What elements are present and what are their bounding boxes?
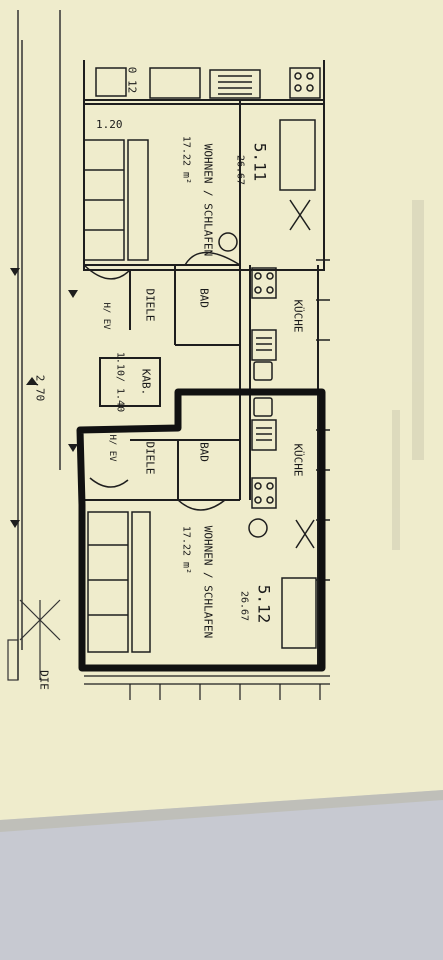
unit-5-11-bath-label: BAD [197, 288, 211, 308]
kitchen-counter-upper [251, 267, 277, 381]
direction-arrows [10, 268, 78, 528]
top-fixtures [95, 67, 321, 99]
unit-5-11-walls [83, 60, 325, 395]
top-left-dimension: 0 12 [125, 66, 139, 94]
unit-5-11-living-label: WOHNEN / SCHLAFEN [201, 143, 215, 257]
unit-5-12-cabinet-label: H/ EV [107, 434, 117, 462]
unit-5-12-hall-label: DIELE [143, 441, 157, 475]
paper-shadow [0, 790, 443, 832]
paper-sheet [0, 0, 443, 820]
storage-label: KAB. [139, 368, 153, 396]
unit-5-12-walls [84, 395, 319, 670]
unit-5-11-kitchen-label: KÜCHE [291, 299, 305, 333]
unit-5-11-cabinet-label: H/ EV [101, 302, 111, 330]
wall-width-dimension: 1.20 [96, 118, 123, 131]
unit-5-11-hall-label: DIELE [143, 288, 157, 322]
unit-5-12-kitchen-label: KÜCHE [291, 443, 305, 477]
floor-slab-lines [84, 675, 330, 700]
unit-5-12-living-area: 17.22 m² [180, 525, 192, 575]
unit-5-12-living-label: WOHNEN / SCHLAFEN [201, 525, 215, 639]
unit-5-12-highlight-outline [76, 388, 326, 672]
kitchen-counter-lower [251, 397, 277, 509]
unit-5-11-area: 26.67 [234, 154, 246, 186]
left-margin-lines [17, 10, 61, 680]
unit-5-12-furniture [87, 477, 317, 653]
elevation-dimension: 2.70 [33, 374, 47, 402]
unit-5-12-bath-label: BAD [197, 442, 211, 462]
unit-5-11-furniture [83, 119, 316, 280]
unit-5-12-number: 5.12 [254, 584, 274, 624]
storage-dimensions: 1.10/ 1.40 [114, 351, 126, 413]
show-through-text [392, 200, 424, 550]
unit-5-11-number: 5.11 [250, 142, 270, 182]
corner-note: DIE [37, 670, 51, 690]
unit-5-12-area: 26.67 [238, 590, 250, 622]
left-detail-bottom [7, 599, 61, 681]
unit-5-11-living-area: 17.22 m² [180, 135, 192, 185]
storage-room [99, 357, 161, 407]
